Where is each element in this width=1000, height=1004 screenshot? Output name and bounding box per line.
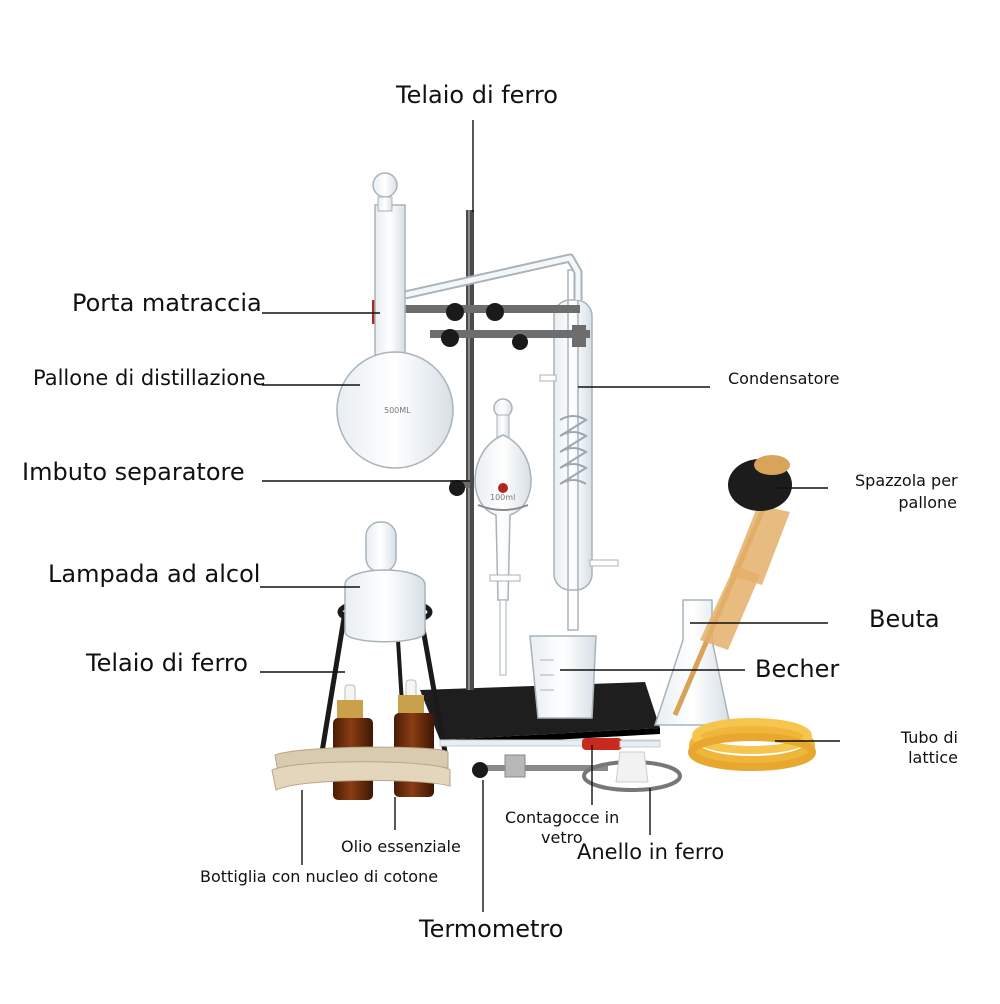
separatory-funnel: 100ml bbox=[449, 398, 532, 676]
distillation-flask: 500ML bbox=[336, 172, 454, 469]
latex-tube bbox=[688, 718, 816, 771]
label-tubo-line1: Tubo di bbox=[900, 728, 958, 747]
label-tubo-line2: lattice bbox=[908, 748, 958, 767]
label-imbuto-separatore: Imbuto separatore bbox=[22, 458, 245, 486]
thermometer-clamp bbox=[439, 739, 661, 778]
label-termometro: Termometro bbox=[419, 915, 564, 943]
label-spazzola-line2: pallone bbox=[898, 493, 957, 512]
iron-ring bbox=[582, 751, 682, 792]
label-condensatore: Condensatore bbox=[728, 369, 840, 388]
label-telaio-top: Telaio di ferro bbox=[396, 81, 558, 109]
label-olio-essenziale: Olio essenziale bbox=[341, 837, 461, 856]
label-contagocce-line2: vetro bbox=[541, 828, 583, 847]
flask-brush bbox=[672, 455, 792, 716]
cotton-wicks bbox=[271, 746, 451, 791]
label-becher: Becher bbox=[755, 655, 840, 683]
label-bottiglia-cotone: Bottiglia con nucleo di cotone bbox=[200, 867, 439, 886]
label-contagocce-line1: Contagocce in bbox=[505, 808, 620, 827]
label-spazzola-line1: Spazzola per bbox=[855, 471, 958, 490]
leader-lines bbox=[260, 120, 840, 912]
label-porta-matraccia: Porta matraccia bbox=[72, 289, 262, 317]
label-anello-ferro: Anello in ferro bbox=[577, 840, 725, 864]
label-telaio-left: Telaio di ferro bbox=[86, 649, 248, 677]
label-pallone-distillazione: Pallone di distillazione bbox=[33, 366, 266, 390]
flask-volume-mark: 500ML bbox=[384, 406, 411, 415]
condenser bbox=[539, 269, 619, 631]
funnel-volume-mark: 100ml bbox=[490, 493, 515, 502]
label-beuta: Beuta bbox=[869, 605, 940, 633]
label-lampada-alcol: Lampada ad alcol bbox=[48, 560, 261, 588]
beaker bbox=[529, 635, 597, 719]
